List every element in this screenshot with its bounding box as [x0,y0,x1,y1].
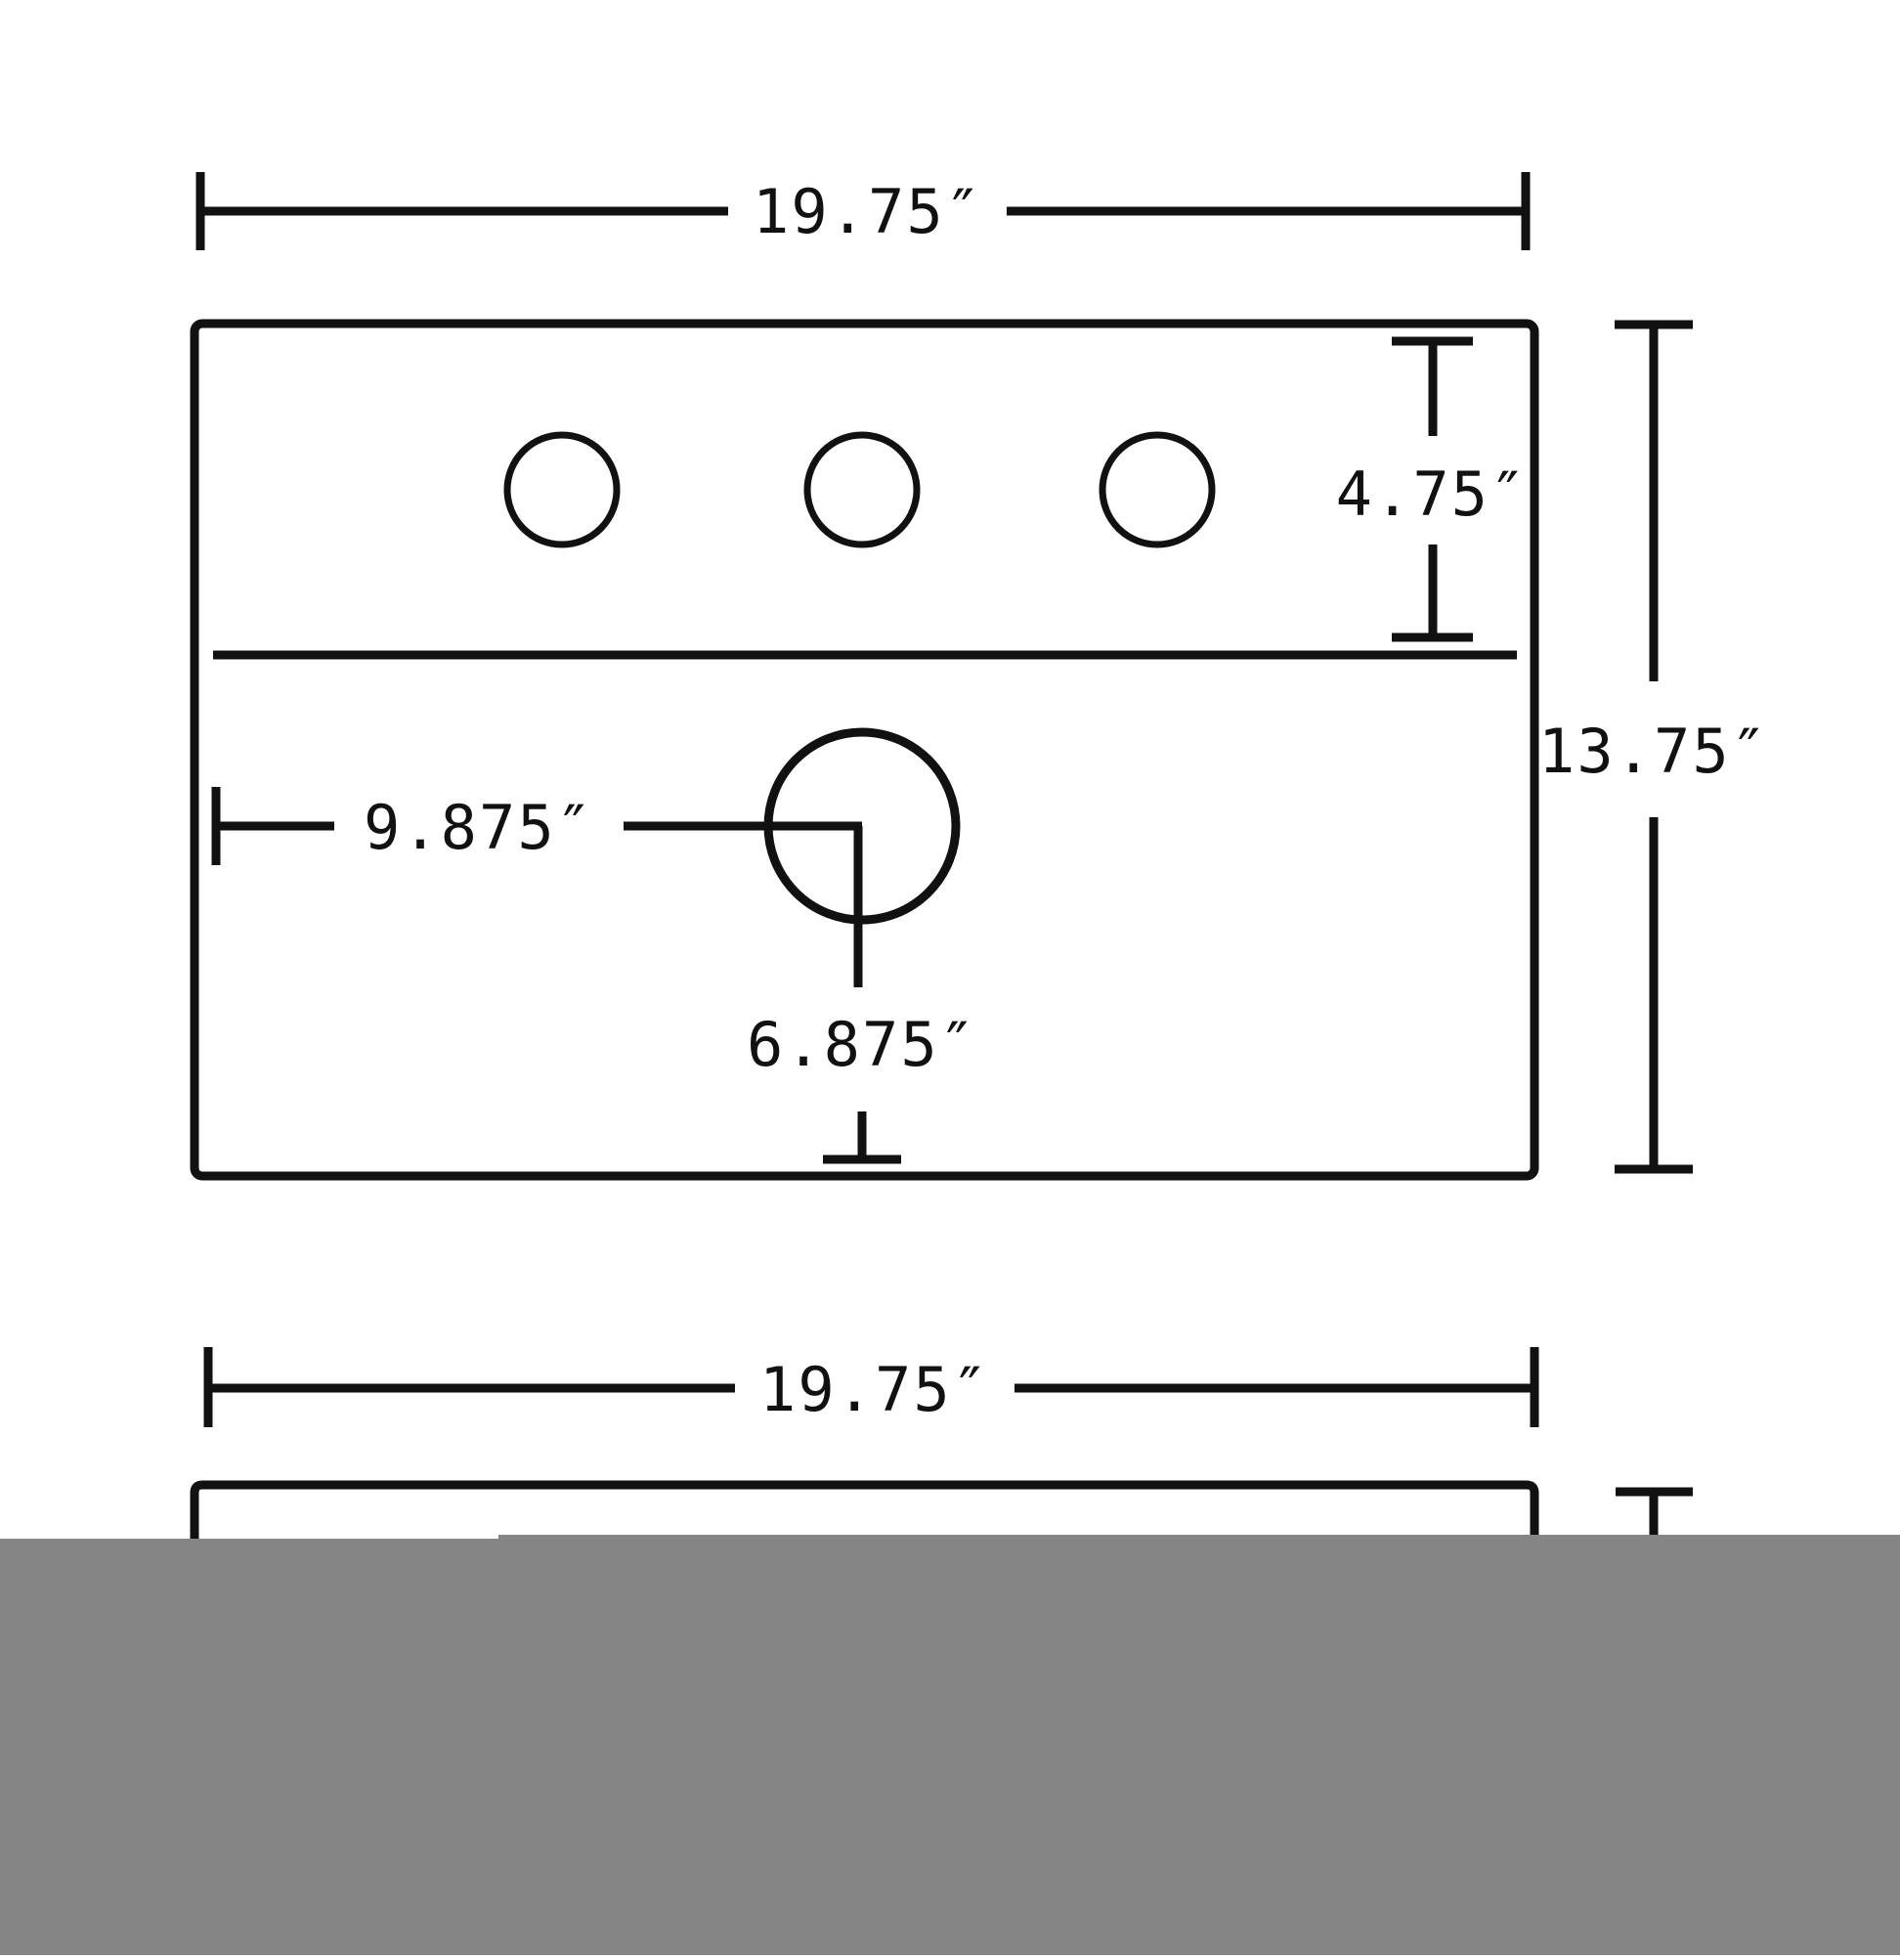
drain-front-label: 6.875″ [747,1009,977,1080]
drain-side-dimension: 9.875″ [211,787,862,865]
front-width-dimension: 19.75″ [203,1347,1539,1427]
top-depth-dimension: 13.75″ [1538,320,1769,1174]
top-depth-label: 13.75″ [1538,716,1769,787]
front-width-label: 19.75″ [759,1354,990,1425]
faucet-hole-right [1099,431,1216,548]
sink-outline-front [190,1480,1539,1554]
faucet-hole-center [803,431,921,548]
drain-front-dimension: 6.875″ [747,826,977,1164]
deck-depth-dimension: 4.75″ [1336,336,1529,642]
gray-cover-edge [498,1535,1900,1541]
top-width-dimension: 19.75″ [195,172,1531,250]
drain-side-label: 9.875″ [364,792,594,863]
top-width-label: 19.75″ [753,176,983,247]
faucet-hole-left [503,431,621,548]
sink-outline-top [190,319,1539,1181]
deck-depth-label: 4.75″ [1336,458,1529,530]
gray-cover-panel [0,1539,1900,1955]
